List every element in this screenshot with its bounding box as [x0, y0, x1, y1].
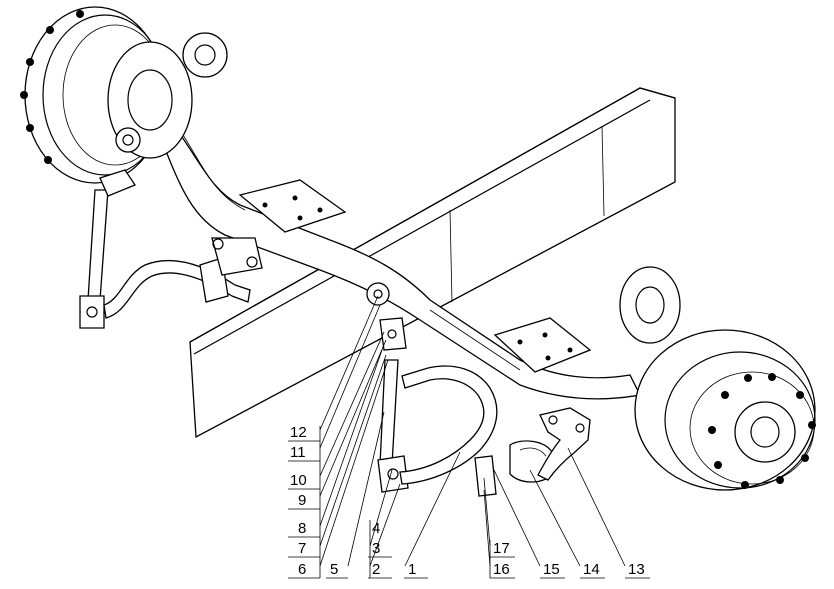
label-11: 11: [290, 444, 306, 461]
label-7: 7: [298, 540, 306, 557]
label-3: 3: [372, 540, 380, 557]
exploded-bushing-parts: [474, 407, 591, 497]
label-9: 9: [298, 492, 306, 509]
label-12: 12: [290, 424, 307, 441]
left-stabilizer-link: [79, 169, 136, 329]
exploded-link: [366, 282, 409, 493]
label-8: 8: [298, 520, 306, 537]
callout-stack-12-6: 12 11 10 9 8 7 6: [288, 424, 321, 579]
upper-bracket: [379, 317, 407, 351]
exploded-stabilizer-bar: [399, 365, 498, 485]
label-2: 2: [372, 561, 380, 578]
label-10: 10: [290, 472, 307, 489]
label-15: 15: [543, 561, 560, 578]
washer-plate: [474, 455, 497, 497]
right-wheel-hub: [619, 266, 816, 491]
label-14: 14: [583, 561, 600, 578]
label-4: 4: [372, 520, 380, 537]
label-5: 5: [330, 561, 338, 578]
label-17: 17: [493, 540, 510, 557]
callout-stack-17-16: 17 16: [489, 540, 515, 579]
left-wheel-hub: [20, 6, 228, 184]
callout-labels: 12 11 10 9 8 7 6 5 4 3 2 1: [288, 424, 650, 579]
leader-lines: [319, 295, 626, 567]
axle-beam: [159, 118, 641, 400]
label-16: 16: [493, 561, 510, 578]
label-13: 13: [628, 561, 645, 578]
clamp-bracket: [537, 407, 591, 481]
upper-eye-bolt: [366, 282, 390, 306]
label-1: 1: [408, 561, 416, 578]
label-6: 6: [298, 561, 306, 578]
lower-link-eye: [377, 455, 409, 493]
left-stabilizer-bar: [103, 237, 263, 319]
callout-stack-4-2: 4 3 2: [368, 520, 392, 579]
